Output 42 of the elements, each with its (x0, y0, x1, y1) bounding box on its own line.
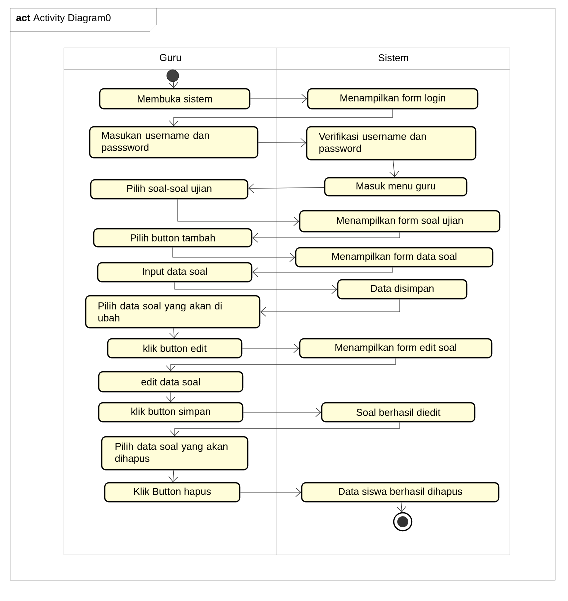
arrow (168, 470, 178, 482)
action-box: Klik Button hapus (104, 482, 241, 503)
arrow (166, 358, 396, 372)
action-box: Menampilkan form login (307, 88, 479, 110)
action-box: Masukan username dan passsword (89, 126, 259, 159)
action-box: Menampilkan form soal ujian (299, 210, 501, 233)
action-box: Data disimpan (337, 279, 468, 300)
arrow (243, 408, 322, 418)
arrow (170, 422, 400, 436)
arrow (169, 109, 394, 126)
action-box: Menampilkan form edit soal (299, 338, 493, 359)
action-box: Input data soal (97, 262, 253, 283)
action-box: Pilih data soal yang akan dihapus (101, 436, 249, 471)
arrow (166, 392, 176, 402)
arrow (252, 267, 394, 278)
action-box: Pilih data soal yang akan di ubah (85, 295, 261, 329)
action-box: Masuk menu guru (324, 177, 468, 197)
action-box: Soal berhasil diedit (321, 402, 476, 423)
arrow (252, 232, 400, 243)
action-box: Verifikasi username dan password (306, 126, 477, 161)
arrow (178, 199, 300, 226)
action-box: Menampilkan form data soal (295, 247, 494, 268)
arrow (169, 328, 179, 338)
action-box: klik button edit (107, 338, 243, 359)
arrow (250, 94, 308, 104)
action-box: klik button simpan (98, 402, 244, 423)
arrow (172, 247, 296, 262)
arrow (240, 488, 302, 498)
arrow (242, 344, 300, 354)
end-node (393, 512, 413, 532)
action-box: Pilih soal-soal ujian (90, 179, 249, 200)
arrow (174, 282, 338, 294)
arrow (396, 502, 407, 512)
arrow (258, 138, 306, 148)
arrow (390, 160, 400, 178)
action-box: Pilih button tambah (93, 228, 253, 248)
action-box: Membuka sistem (99, 88, 251, 110)
arrow (248, 184, 325, 194)
arrow (260, 299, 400, 317)
start-node (166, 70, 180, 82)
action-box: edit data soal (98, 371, 244, 393)
action-box: Data siswa berhasil dihapus (301, 482, 500, 503)
